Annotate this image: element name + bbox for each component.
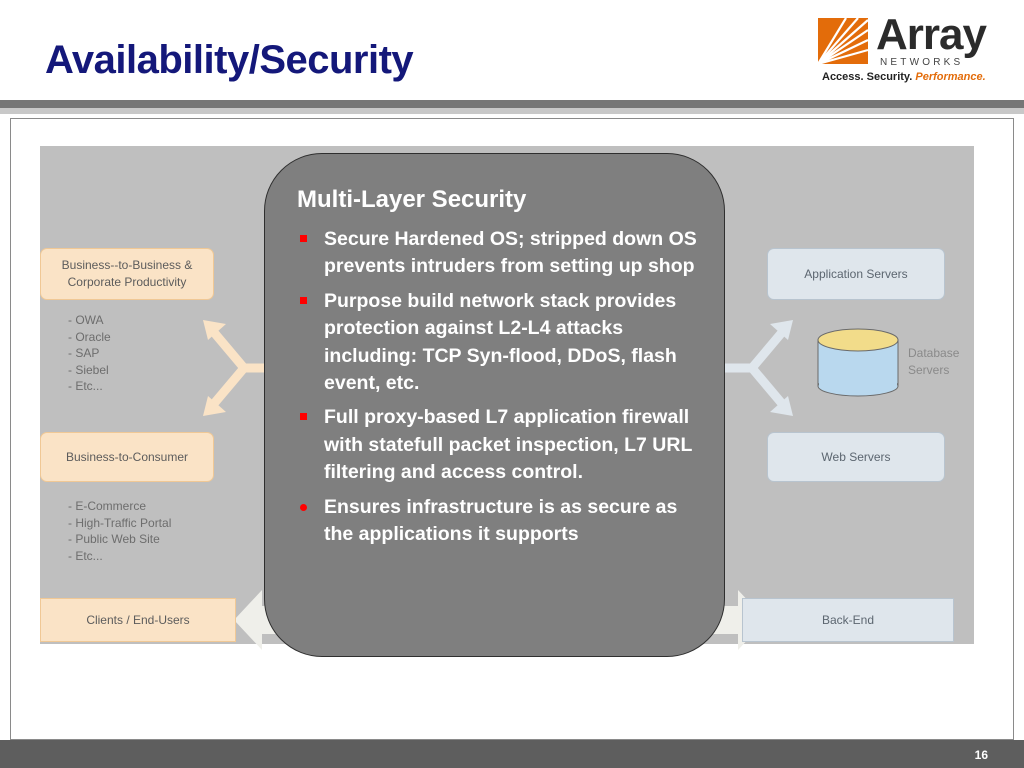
slide-title: Availability/Security [45,38,414,82]
bullet-text: Purpose build network stack provides pro… [324,289,677,395]
logo-subtitle: NETWORKS [880,57,964,68]
footer-bar: 16 [0,740,1024,768]
bullet-text: Secure Hardened OS; stripped down OS pre… [324,228,697,278]
multi-layer-security-callout: Multi-Layer Security Secure Hardened OS;… [264,153,725,657]
round-bullet-icon [300,503,307,511]
page-number: 16 [974,748,988,762]
b2c-list: - E-Commerce - High-Traffic Portal - Pub… [68,498,171,564]
clients-box: Clients / End-Users [40,598,236,642]
b2b-box: Business--to-Business & Corporate Produc… [40,248,214,300]
logo-name: Array [876,10,987,59]
database-servers-label: Database Servers [908,346,960,377]
bullet-item: Secure Hardened OS; stripped down OS pre… [297,226,707,281]
list-item: - Public Web Site [68,532,160,546]
tagline-main: Access. Security. [822,71,916,83]
logo-tagline: Access. Security. Performance. [822,71,986,83]
backend-box: Back-End [742,598,954,642]
list-item: - Siebel [68,362,109,377]
bullet-item: Purpose build network stack provides pro… [297,288,707,398]
header-divider [0,100,1024,108]
tagline-accent: Performance. [915,71,986,83]
list-item: - Oracle [68,329,111,344]
bullet-item: Ensures infrastructure is as secure as t… [297,494,707,549]
header-divider-light [0,108,1024,114]
callout-title: Multi-Layer Security [297,186,527,213]
logo-sunburst-icon [818,18,869,66]
list-item: - SAP [68,346,100,360]
bullet-item: Full proxy-based L7 application firewall… [297,404,707,486]
list-item: - Etc... [68,548,103,563]
bullet-text: Full proxy-based L7 application firewall… [324,406,693,484]
list-item: - OWA [68,313,104,327]
list-item: - E-Commerce [68,499,147,513]
b2b-list: - OWA - Oracle - SAP - Siebel - Etc... [68,312,111,395]
b2c-box: Business-to-Consumer [40,432,214,482]
square-bullet-icon [300,296,307,304]
square-bullet-icon [300,235,307,242]
list-item: - Etc... [68,379,103,393]
application-servers-box: Application Servers [767,248,945,300]
bullet-text: Ensures infrastructure is as secure as t… [324,495,678,546]
list-item: - High-Traffic Portal [68,515,172,530]
square-bullet-icon [300,413,307,421]
web-servers-box: Web Servers [767,432,945,482]
callout-bullet-list: Secure Hardened OS; stripped down OS pre… [297,226,707,555]
array-networks-logo: Array NETWORKS Access. Security. Perform… [818,10,1008,88]
